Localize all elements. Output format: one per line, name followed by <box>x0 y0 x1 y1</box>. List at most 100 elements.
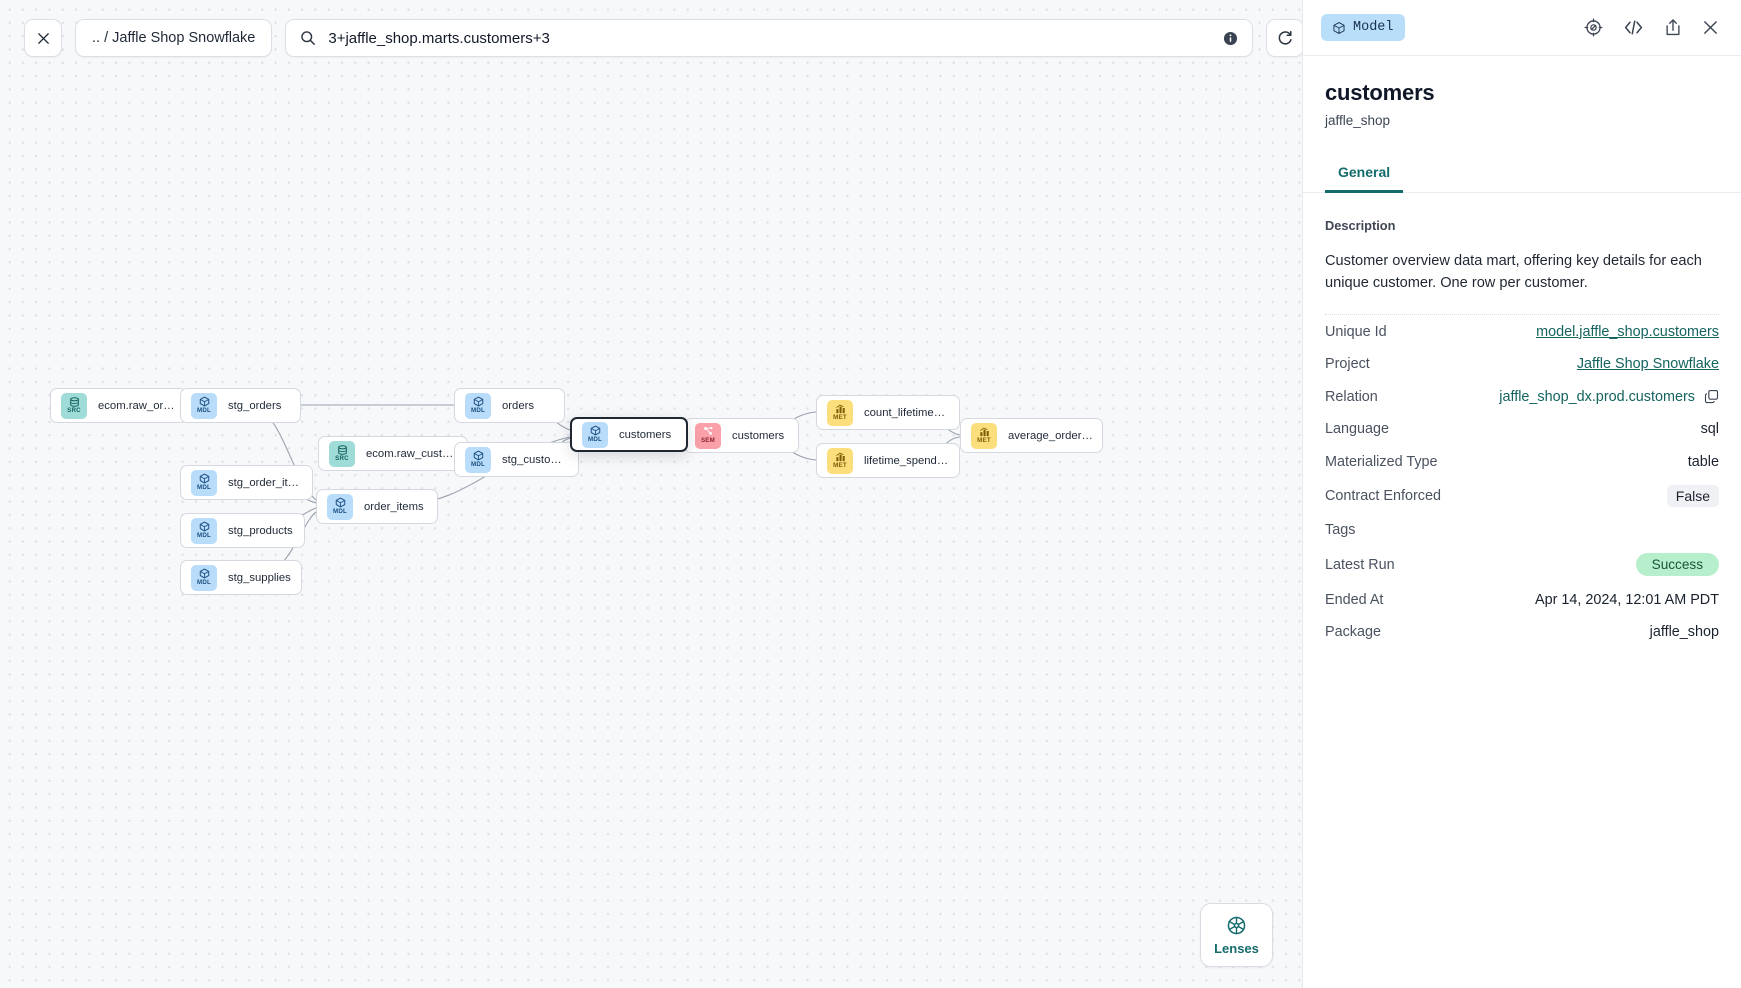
node-type-badge-mdl-icon: MDL <box>191 517 217 544</box>
node-type-badge-met-icon: MET <box>971 422 997 449</box>
search-input[interactable] <box>316 29 1224 47</box>
panel-tabs: General <box>1303 156 1741 193</box>
graph-node-lifetime_spend_pretax[interactable]: MET lifetime_spend_pretax <box>816 443 960 478</box>
breadcrumb-label: .. / Jaffle Shop Snowflake <box>92 30 256 46</box>
graph-node-order_items[interactable]: MDL order_items <box>316 489 438 524</box>
canvas-toolbar: .. / Jaffle Shop Snowflake <box>24 19 1302 57</box>
lenses-label: Lenses <box>1214 940 1259 956</box>
refresh-button[interactable] <box>1266 19 1302 57</box>
property-key: Ended At <box>1325 591 1384 608</box>
property-key: Project <box>1325 356 1370 373</box>
panel-icon-group <box>1584 18 1719 37</box>
property-value[interactable]: jaffle_shop_dx.prod.customers <box>1499 389 1719 405</box>
lineage-canvas[interactable]: .. / Jaffle Shop Snowflake <box>0 0 1302 988</box>
property-value: Apr 14, 2024, 12:01 AM PDT <box>1535 592 1719 608</box>
panel-header: customers jaffle_shop <box>1303 56 1741 128</box>
node-label: customers <box>732 429 785 442</box>
page-title: customers <box>1325 80 1435 105</box>
info-icon[interactable] <box>1223 31 1238 46</box>
node-label: order_items <box>364 500 424 513</box>
entity-subtitle: jaffle_shop <box>1325 113 1391 128</box>
tab-general[interactable]: General <box>1325 156 1404 193</box>
aperture-icon <box>1227 916 1246 934</box>
property-row: Ended At Apr 14, 2024, 12:01 AM PDT <box>1325 583 1719 616</box>
property-value-text: jaffle_shop_dx.prod.customers <box>1499 388 1695 405</box>
node-type-badge-src-icon: SRC <box>329 440 355 467</box>
description-text: Customer overview data mart, offering ke… <box>1325 250 1719 316</box>
property-value: sql <box>1701 421 1719 437</box>
property-key: Latest Run <box>1325 556 1395 573</box>
property-key: Unique Id <box>1325 323 1387 340</box>
node-label: stg_order_items <box>228 476 309 489</box>
property-value: jaffle_shop <box>1650 624 1719 640</box>
search-icon <box>300 30 316 46</box>
property-value-text: Jaffle Shop Snowflake <box>1576 356 1719 373</box>
close-icon <box>37 32 49 44</box>
node-label: average_order_value <box>1008 429 1102 442</box>
panel-content: Description Customer overview data mart,… <box>1303 193 1741 988</box>
panel-toolbar: Model <box>1303 0 1741 56</box>
graph-node-count_lifetime_orders[interactable]: MET count_lifetime_orders <box>816 395 960 430</box>
breadcrumb[interactable]: .. / Jaffle Shop Snowflake <box>75 19 273 57</box>
graph-node-customers_sem[interactable]: SEM customers <box>684 418 799 453</box>
node-label: orders <box>502 399 535 412</box>
property-row: Tags <box>1325 514 1719 547</box>
share-icon[interactable] <box>1664 18 1682 37</box>
node-type-badge-met-icon: MET <box>827 447 853 474</box>
property-key: Language <box>1325 421 1390 438</box>
property-row: Language sql <box>1325 413 1719 446</box>
entity-type-badge[interactable]: Model <box>1321 14 1405 41</box>
property-value: False <box>1666 484 1719 507</box>
property-row: Unique Id model.jaffle_shop.customers <box>1325 315 1719 348</box>
close-panel-icon[interactable] <box>1702 19 1719 36</box>
contract-chip: False <box>1666 484 1719 507</box>
copy-icon[interactable] <box>1704 389 1719 404</box>
property-key: Contract Enforced <box>1325 487 1441 504</box>
property-value[interactable]: Jaffle Shop Snowflake <box>1577 356 1719 372</box>
node-type-badge-src-icon: SRC <box>61 392 87 419</box>
graph-node-orders[interactable]: MDL orders <box>454 388 565 423</box>
property-value-text: sql <box>1700 421 1719 438</box>
node-type-badge-mdl-icon: MDL <box>465 392 491 419</box>
node-label: stg_orders <box>228 399 282 412</box>
search-bar[interactable] <box>285 19 1254 57</box>
graph-node-average_order_value[interactable]: MET average_order_value <box>960 418 1103 453</box>
node-type-badge-mdl-icon: MDL <box>327 493 353 520</box>
refresh-icon <box>1278 30 1293 45</box>
property-value[interactable]: model.jaffle_shop.customers <box>1536 324 1719 340</box>
node-type-badge-sem-icon: SEM <box>695 422 721 449</box>
node-label: lifetime_spend_pretax <box>864 454 959 467</box>
node-type-badge-mdl-icon: MDL <box>582 421 608 448</box>
focus-icon[interactable] <box>1584 18 1603 37</box>
node-label: count_lifetime_orders <box>864 406 959 419</box>
node-type-badge-met-icon: MET <box>827 399 853 426</box>
node-label: stg_supplies <box>228 571 291 584</box>
details-panel: Model <box>1302 0 1741 988</box>
entity-type-label: Model <box>1353 20 1394 35</box>
property-value-text: table <box>1687 453 1719 470</box>
graph-node-ecom_raw_customers[interactable]: SRC ecom.raw_customers <box>318 436 468 471</box>
status-badge: Success <box>1635 553 1719 577</box>
code-icon[interactable] <box>1623 18 1644 37</box>
close-lineage-button[interactable] <box>24 19 62 57</box>
description-label: Description <box>1325 218 1396 233</box>
graph-node-stg_customers[interactable]: MDL stg_customers <box>454 442 579 477</box>
node-label: ecom.raw_customers <box>366 447 467 460</box>
node-label: stg_customers <box>502 453 576 466</box>
node-type-badge-mdl-icon: MDL <box>465 446 491 473</box>
lenses-button[interactable]: Lenses <box>1200 903 1273 967</box>
property-value: Success <box>1635 553 1719 577</box>
property-value-text: Apr 14, 2024, 12:01 AM PDT <box>1535 591 1719 608</box>
property-value: table <box>1688 454 1719 470</box>
